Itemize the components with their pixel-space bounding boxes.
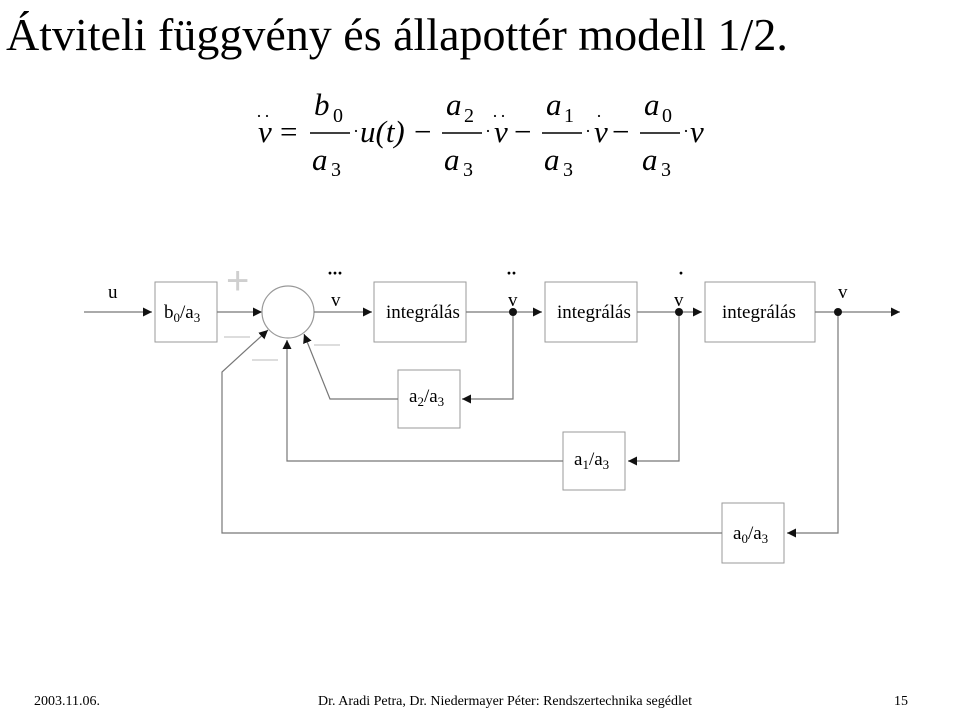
- term3-sign: −: [514, 114, 531, 149]
- term1-variable: u(t): [360, 114, 405, 149]
- equation-equals: =: [280, 114, 297, 149]
- term4-numerator: a: [644, 87, 660, 122]
- fb-a0-out-wire: [221, 329, 722, 534]
- integrator-2-label: integrálás: [557, 302, 631, 323]
- term1-numerator-sub: 0: [333, 105, 343, 127]
- term2-dot-icon: ·: [485, 121, 491, 141]
- footer-authors: Dr. Aradi Petra, Dr. Niedermayer Péter: …: [318, 694, 692, 709]
- signal-v2-label: v: [508, 290, 518, 311]
- term4-numerator-sub: 0: [662, 105, 672, 127]
- term4-dot-icon: ·: [683, 121, 689, 141]
- signal-v2-dots-icon: ··: [506, 263, 516, 283]
- term2-sign: −: [414, 114, 431, 149]
- term1-denominator: a: [312, 142, 328, 177]
- fb-a2-out-wire: [303, 333, 398, 400]
- term4-sign: −: [612, 114, 629, 149]
- footer-page-number: 15: [894, 694, 908, 709]
- node-v0: [834, 308, 842, 316]
- output-label: v: [838, 282, 848, 303]
- term3-numerator-sub: 1: [564, 105, 574, 127]
- integrator-3-block: [704, 281, 816, 343]
- term3-dot-icon: ·: [585, 121, 591, 141]
- term3-numerator: a: [546, 87, 562, 122]
- term3-variable: v: [594, 114, 608, 149]
- term2-dots-icon: ··: [492, 106, 508, 126]
- term1-numerator: b: [314, 87, 330, 122]
- term3-denominator: a: [544, 142, 560, 177]
- term2-variable: v: [494, 114, 508, 149]
- summing-junction: [261, 285, 315, 339]
- fb-a2-label: a2/a3: [409, 386, 444, 409]
- term2-denominator-sub: 3: [463, 159, 473, 181]
- plus-sign: +: [226, 259, 249, 303]
- term4-denominator-sub: 3: [661, 159, 671, 181]
- fb-a1-label: a1/a3: [574, 449, 609, 472]
- fb-a0-label: a0/a3: [733, 523, 768, 546]
- lhs-dots-icon: ··: [256, 106, 272, 126]
- node-v1: [675, 308, 683, 316]
- term3-dot-above-icon: ·: [596, 106, 602, 126]
- fb-a2-in-wire: [462, 316, 514, 404]
- state-equation: v ·· = b 0 a 3 · u(t) − a 2 a 3 · v ·· −…: [256, 87, 704, 181]
- signal-v3-label: v: [331, 290, 341, 311]
- fb-a1-out-wire: [282, 340, 563, 462]
- footer-date: 2003.11.06.: [34, 694, 100, 709]
- term1-denominator-sub: 3: [331, 159, 341, 181]
- term2-denominator: a: [444, 142, 460, 177]
- term3-denominator-sub: 3: [563, 159, 573, 181]
- fb-a1-block: [562, 431, 626, 491]
- fb-a1-in-wire: [628, 316, 680, 466]
- fb-a0-in-wire: [787, 316, 839, 538]
- integrator-1-block: [373, 281, 467, 343]
- fb-a0-block: [721, 502, 785, 564]
- equation-lhs: v: [258, 114, 272, 149]
- integrator-2-block: [544, 281, 638, 343]
- signal-v1-label: v: [674, 290, 684, 311]
- term4-denominator: a: [642, 142, 658, 177]
- footer: 2003.11.06. Dr. Aradi Petra, Dr. Niederm…: [34, 694, 908, 709]
- integrator-3-label: integrálás: [722, 302, 796, 323]
- signal-v3-dots-icon: ···: [327, 263, 342, 283]
- fb-a2-block: [397, 369, 461, 429]
- block-diagram: u b0/a3 + ··· v integrálás ·· v integrál…: [84, 259, 900, 564]
- term2-numerator-sub: 2: [464, 105, 474, 127]
- gain-block-label: b0/a3: [164, 302, 200, 325]
- slide-title: Átviteli függvény és állapottér modell 1…: [6, 9, 788, 60]
- signal-v1-dot-icon: ·: [678, 263, 684, 283]
- term1-dot-icon: ·: [353, 121, 359, 141]
- node-v2: [509, 308, 517, 316]
- input-label: u: [108, 282, 118, 303]
- integrator-1-label: integrálás: [386, 302, 460, 323]
- term2-numerator: a: [446, 87, 462, 122]
- term4-variable: v: [690, 114, 704, 149]
